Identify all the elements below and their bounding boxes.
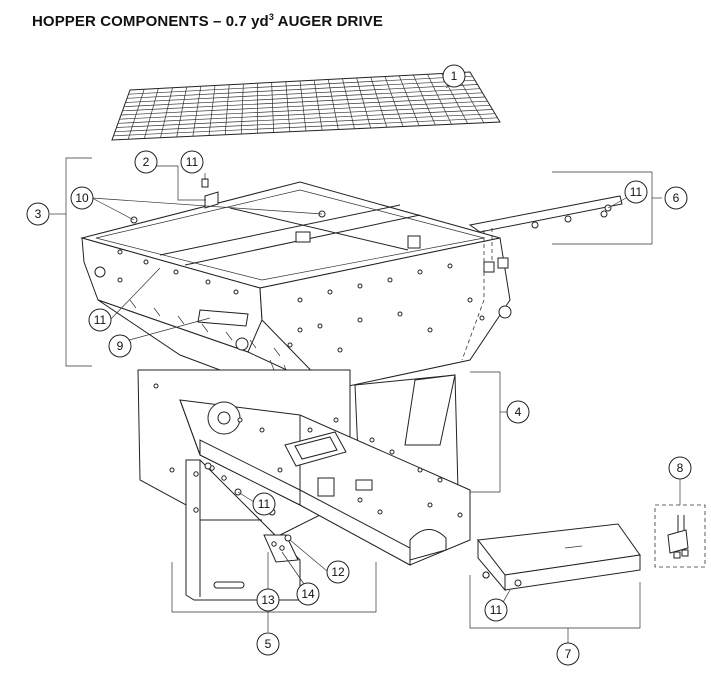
svg-text:12: 12	[331, 565, 345, 579]
leader-lines	[50, 75, 681, 644]
detail-8-box	[654, 504, 706, 568]
svg-text:7: 7	[565, 647, 572, 661]
callout-8: 8	[668, 456, 692, 480]
svg-text:6: 6	[673, 191, 680, 205]
grate	[111, 71, 501, 141]
svg-text:5: 5	[265, 637, 272, 651]
callout-4: 4	[506, 400, 530, 424]
dashed-guide-lines	[461, 228, 493, 361]
callout-5: 5	[256, 632, 280, 656]
baffle-plate	[197, 309, 249, 327]
callout-13: 13	[256, 588, 280, 612]
callout-11-top: 11	[180, 150, 204, 174]
svg-text:11: 11	[258, 497, 271, 511]
callout-3: 3	[26, 202, 50, 226]
svg-text:8: 8	[677, 461, 684, 475]
callout-11-mid: 11	[252, 492, 276, 516]
callout-6: 6	[664, 186, 688, 210]
svg-text:4: 4	[515, 405, 522, 419]
callout-10: 10	[70, 186, 94, 210]
svg-text:1: 1	[451, 69, 458, 83]
mount-plate	[185, 459, 301, 601]
svg-text:14: 14	[301, 587, 315, 601]
svg-text:13: 13	[261, 593, 275, 607]
auger-trough	[137, 369, 471, 566]
hopper-body	[80, 181, 512, 396]
svg-text:11: 11	[490, 603, 503, 617]
page-title: HOPPER COMPONENTS – 0.7 yd3 AUGER DRIVE	[32, 12, 383, 30]
svg-text:11: 11	[186, 155, 199, 169]
cover-plate	[477, 523, 641, 592]
callout-11-bottom: 11	[484, 598, 508, 622]
callout-2: 2	[134, 150, 158, 174]
side-angle	[468, 195, 623, 233]
svg-text:11: 11	[630, 185, 643, 199]
callout-11-left: 11	[88, 308, 112, 332]
callout-12: 12	[326, 560, 350, 584]
svg-text:9: 9	[117, 339, 124, 353]
svg-text:11: 11	[94, 313, 107, 327]
callout-9: 9	[108, 334, 132, 358]
callout-11-right: 11	[624, 180, 648, 204]
svg-text:2: 2	[143, 155, 150, 169]
svg-text:3: 3	[35, 207, 42, 221]
svg-text:10: 10	[75, 191, 89, 205]
bracket	[204, 191, 219, 209]
callout-7: 7	[556, 642, 580, 666]
callout-1: 1	[442, 64, 466, 88]
callout-14: 14	[296, 582, 320, 606]
